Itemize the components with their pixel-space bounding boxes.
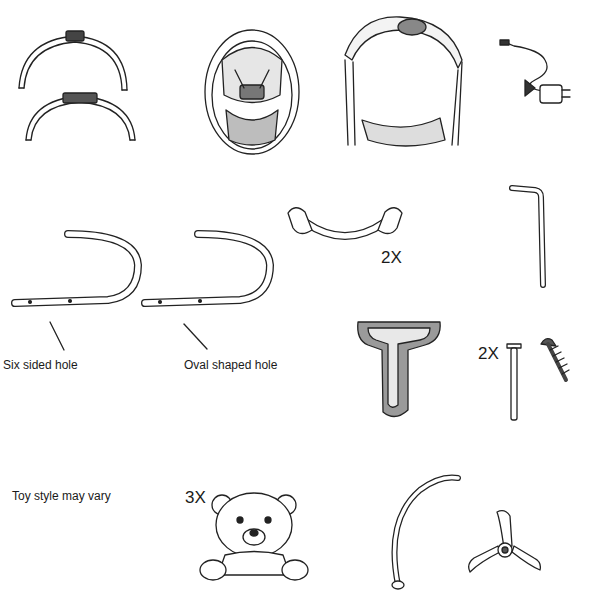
- power-adapter: [500, 40, 570, 103]
- quantity-label: 2X: [478, 345, 499, 364]
- connector-tube: [288, 208, 402, 236]
- part-note: Oval shaped hole: [184, 359, 277, 372]
- toy-bar: [392, 478, 458, 590]
- hex-key: [512, 188, 543, 285]
- teddy-bear: [200, 493, 308, 580]
- frame-arcs: [19, 31, 135, 140]
- quantity-label: 3X: [185, 489, 206, 508]
- motor-arc: [345, 17, 462, 146]
- part-note: Toy style may vary: [12, 490, 111, 503]
- spinner-toy: [469, 511, 541, 572]
- swing-seat: [205, 30, 299, 154]
- seat-pad: [358, 322, 440, 417]
- legs: [15, 234, 270, 350]
- quantity-label: 2X: [381, 249, 402, 268]
- part-note: Six sided hole: [3, 359, 78, 372]
- pin-and-screw: [507, 339, 569, 420]
